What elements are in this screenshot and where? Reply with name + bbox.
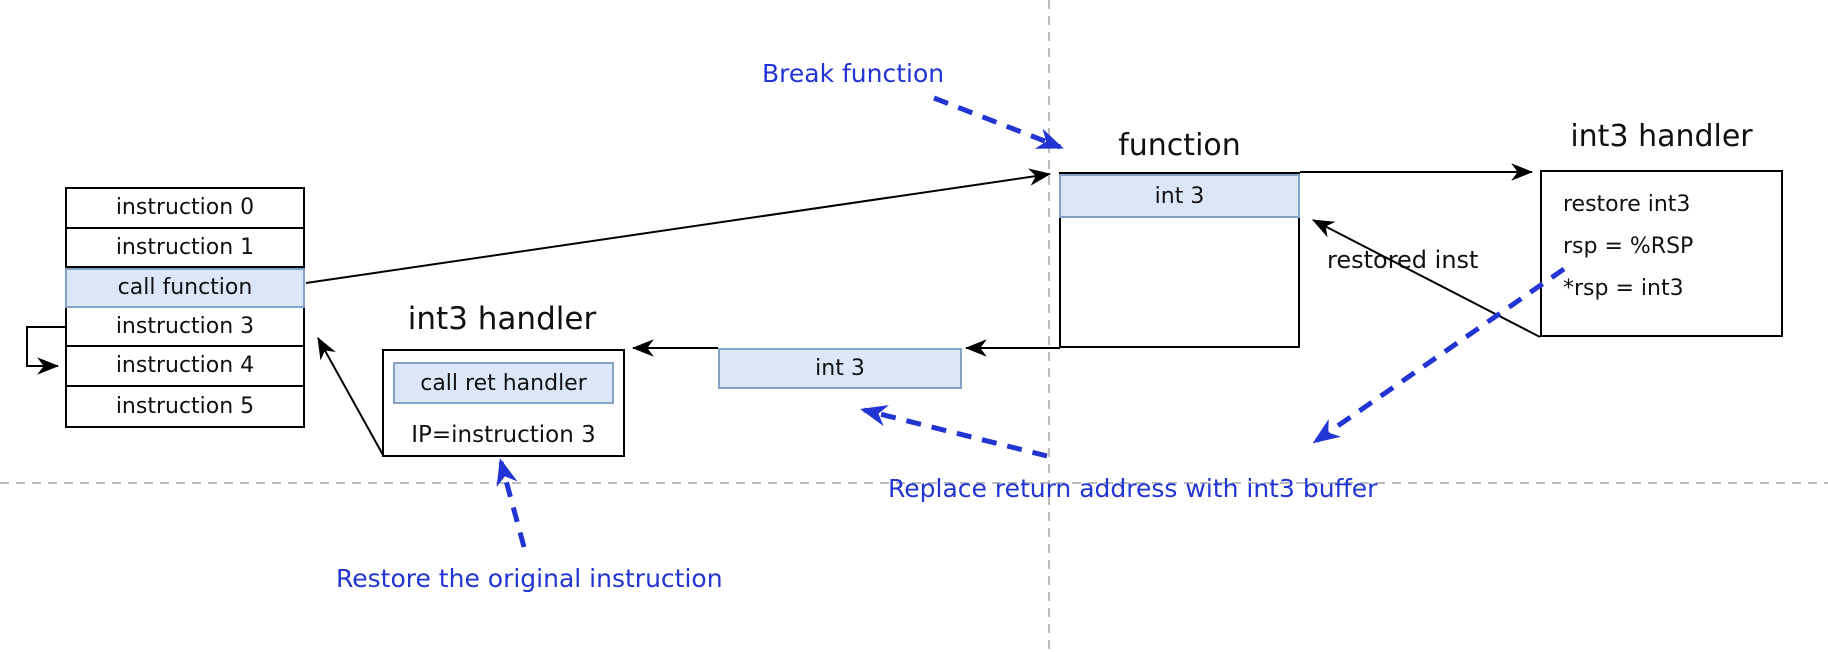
arrow-rsp-to-annotation <box>1312 266 1566 444</box>
ip-instruction3-line: IP=instruction 3 <box>411 422 596 448</box>
int3-buffer-cell: int 3 <box>718 348 962 389</box>
arrow-call-function-to-function <box>305 168 1052 284</box>
table-row-instruction-0: instruction 0 <box>67 189 303 229</box>
table-row-instruction-3: instruction 3 <box>67 308 303 347</box>
code-rsp-int3: *rsp = int3 <box>1563 276 1684 301</box>
int3-handler-box: restore int3 rsp = %RSP *rsp = int3 <box>1540 170 1783 337</box>
arrow-restored-inst <box>1312 219 1541 338</box>
code-rsp-save: rsp = %RSP <box>1563 234 1694 259</box>
table-row-instruction-5: instruction 5 <box>115 393 255 419</box>
restored-inst-label: restored inst <box>1327 246 1479 274</box>
int3-handler-title: int3 handler <box>1570 119 1753 154</box>
call-ret-handler-cell: call ret handler <box>393 362 614 404</box>
replace-return-note: Replace return address with int3 buffer <box>888 474 1378 503</box>
arrow-loop-instruction3-to-instruction4 <box>26 326 65 375</box>
function-box: int 3 <box>1059 172 1300 348</box>
function-title: function <box>1118 128 1241 163</box>
arrow-replace-to-buffer <box>860 405 1048 459</box>
code-restore-int3: restore int3 <box>1563 192 1691 217</box>
arrow-ret-handler-to-instruction3 <box>317 337 384 456</box>
table-row-instruction-4: instruction 4 <box>67 347 303 387</box>
arrow-restore-original <box>496 458 527 548</box>
restore-original-note: Restore the original instruction <box>336 564 723 593</box>
instruction-table: instruction 0 instruction 1 call functio… <box>65 187 305 428</box>
ret-handler-title: int3 handler <box>407 301 597 337</box>
break-function-note: Break function <box>762 59 945 88</box>
function-int3-cell: int 3 <box>1059 174 1300 218</box>
table-row-call-function: call function <box>65 268 305 308</box>
ret-handler-box: call ret handler IP=instruction 3 <box>382 349 625 457</box>
int3-handler-code: restore int3 rsp = %RSP *rsp = int3 <box>1563 184 1693 310</box>
arrow-break-function <box>933 95 1064 150</box>
table-row-instruction-1: instruction 1 <box>67 229 303 268</box>
